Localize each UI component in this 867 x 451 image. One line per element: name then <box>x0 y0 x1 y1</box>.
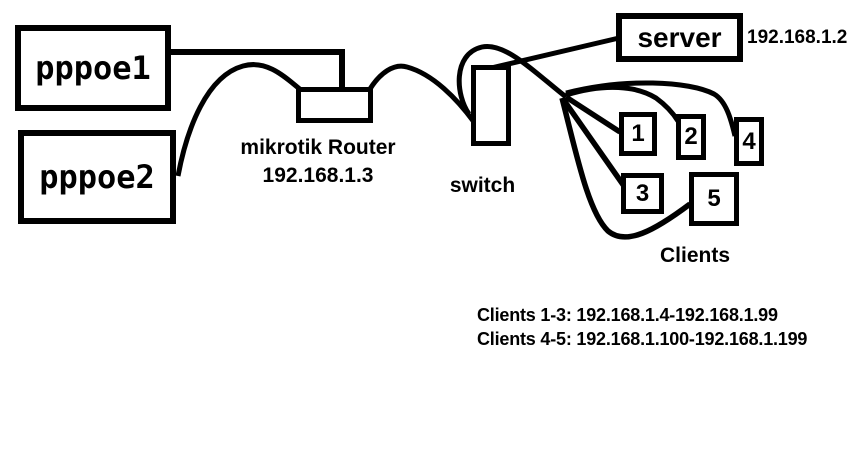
node-server: server <box>616 13 743 62</box>
pppoe2-label: pppoe2 <box>39 158 155 196</box>
pppoe1-label: pppoe1 <box>35 49 151 87</box>
link-switch-client-3 <box>560 97 627 188</box>
client-2-label: 2 <box>684 123 698 150</box>
clients-range-note-1: Clients 1-3: 192.168.1.4-192.168.1.99 <box>477 305 778 325</box>
link-pppoe2-router <box>175 62 303 177</box>
clients-group-label: Clients <box>659 244 730 267</box>
server-ip-label: 192.168.1.2 <box>747 27 848 48</box>
server-label: server <box>637 21 722 53</box>
node-pppoe1: pppoe1 <box>15 25 171 111</box>
link-switch-client-5 <box>559 97 692 240</box>
link-pppoe1-router <box>171 49 345 87</box>
link-switch-server <box>490 35 620 71</box>
switch-label: switch <box>449 174 516 197</box>
link-router-switch <box>367 63 477 124</box>
client-4-label: 4 <box>742 127 756 155</box>
node-client-2: 2 <box>676 114 706 160</box>
router-ip-label: 192.168.1.3 <box>262 164 374 187</box>
node-switch <box>471 65 511 146</box>
client-1-label: 1 <box>631 120 645 147</box>
link-switch-client-4 <box>565 80 738 137</box>
link-switch-client-1 <box>564 94 622 135</box>
clients-range-note-2: Clients 4-5: 192.168.1.100-192.168.1.199 <box>477 329 808 349</box>
node-client-1: 1 <box>619 112 657 156</box>
router-label: mikrotik Router <box>240 136 396 159</box>
node-pppoe2: pppoe2 <box>18 130 176 224</box>
node-client-4: 4 <box>734 117 764 166</box>
node-client-5: 5 <box>689 172 739 226</box>
client-3-label: 3 <box>635 179 650 207</box>
client-5-label: 5 <box>707 185 721 212</box>
node-mikrotik-router <box>296 87 373 123</box>
link-switch-fanout <box>456 43 568 116</box>
node-client-3: 3 <box>621 173 664 214</box>
